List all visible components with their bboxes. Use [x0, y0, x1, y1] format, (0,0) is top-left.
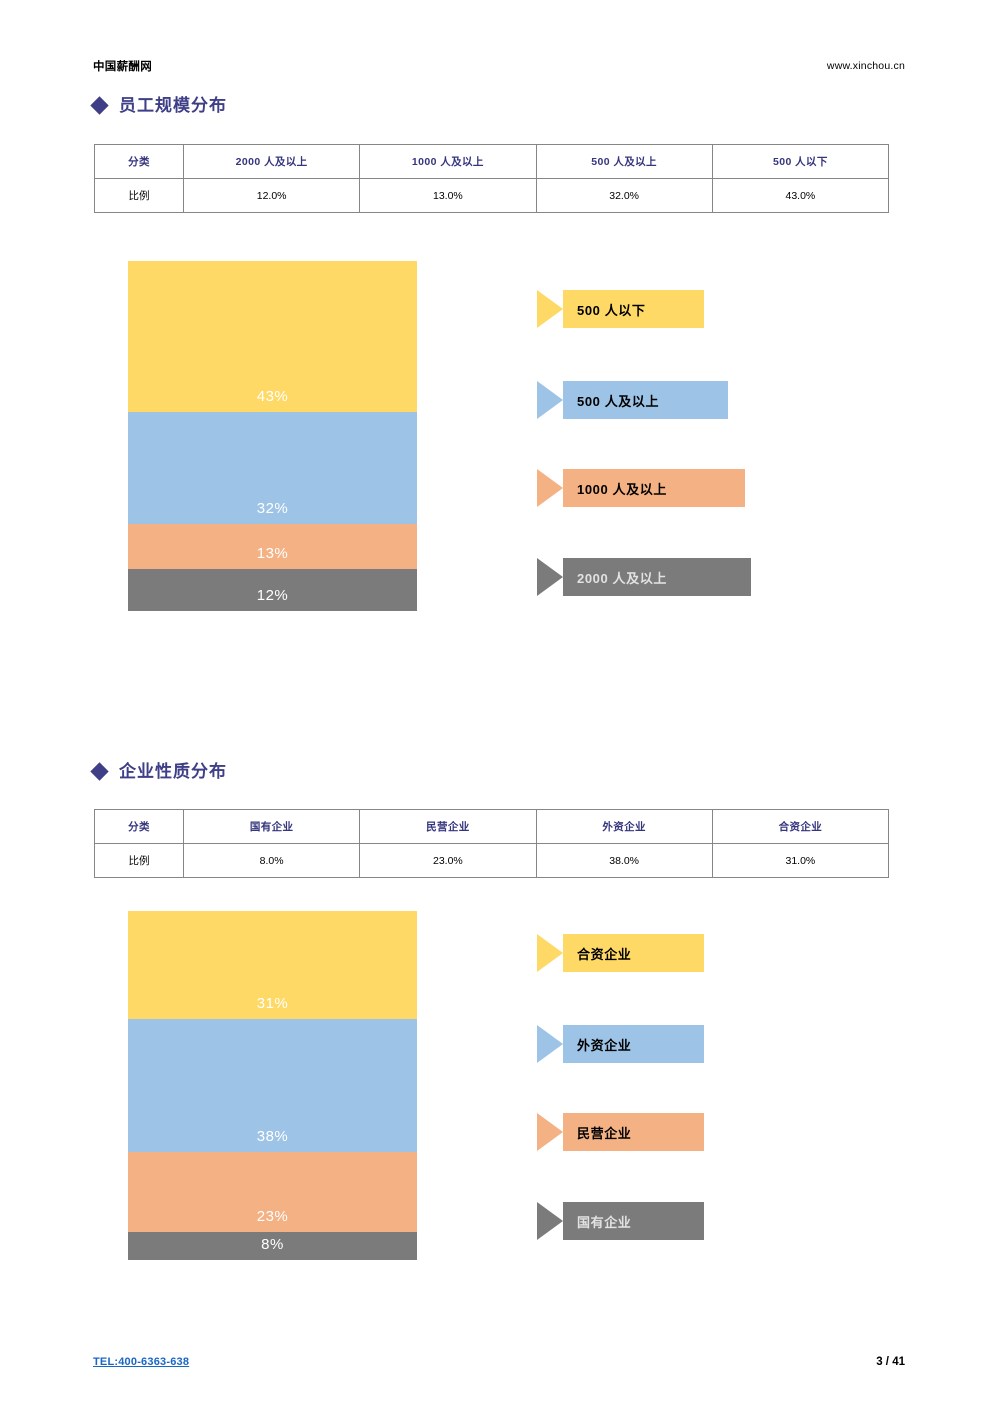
- table-header-row: 分类 2000 人及以上 1000 人及以上 500 人及以上 500 人以下: [94, 144, 890, 179]
- chart-segment-label: 12%: [256, 587, 289, 604]
- table-header-row: 分类 国有企业 民营企业 外资企业 合资企业: [94, 809, 890, 844]
- legend-item[interactable]: 国有企业: [537, 1202, 704, 1240]
- chart-segment-label: 8%: [261, 1235, 284, 1253]
- chart-segment: 23%: [128, 1151, 417, 1233]
- legend-item[interactable]: 500 人以下: [537, 290, 704, 328]
- chart-segment: 13%: [128, 523, 417, 569]
- table-header-cell: 1000 人及以上: [359, 144, 537, 179]
- legend-item-label: 500 人以下: [563, 290, 704, 328]
- table-row: 比例 8.0% 23.0% 38.0% 31.0%: [94, 843, 890, 878]
- table-header-cell: 外资企业: [535, 809, 713, 844]
- legend-item-label: 外资企业: [563, 1025, 704, 1063]
- legend-arrow-icon: [537, 469, 563, 507]
- section-title: 员工规模分布: [119, 96, 227, 115]
- document-footer: TEL:400-6363-638 3 / 41: [93, 1352, 905, 1372]
- employee-size-chart-legend: 500 人以下 500 人及以上 1000 人及以上 2000 人及以上: [537, 290, 797, 610]
- table-header-cell: 国有企业: [182, 809, 361, 844]
- table-cell: 比例: [94, 178, 184, 213]
- diamond-bullet-icon: [90, 762, 109, 781]
- legend-arrow-icon: [537, 1025, 563, 1063]
- document-header: 中国薪酬网 www.xinchou.cn: [93, 56, 905, 76]
- site-url: www.xinchou.cn: [826, 60, 905, 72]
- diamond-bullet-icon: [90, 96, 109, 115]
- section-heading-employee-size: 员工规模分布: [90, 96, 227, 115]
- table-cell: 31.0%: [711, 843, 890, 878]
- legend-arrow-icon: [537, 290, 563, 328]
- chart-segment: 43%: [128, 261, 417, 412]
- table-cell: 比例: [94, 843, 184, 878]
- legend-item-label: 1000 人及以上: [563, 469, 745, 507]
- legend-arrow-icon: [537, 1202, 563, 1240]
- company-type-stacked-bar-chart: 31% 38% 23% 8%: [128, 911, 417, 1260]
- chart-segment-label: 43%: [256, 387, 289, 405]
- chart-segment-label: 38%: [256, 1127, 289, 1145]
- chart-segment-label: 23%: [256, 1208, 289, 1226]
- legend-item[interactable]: 500 人及以上: [537, 381, 728, 419]
- chart-segment: 12%: [128, 569, 417, 611]
- chart-segment: 31%: [128, 911, 417, 1020]
- table-header-cell: 500 人及以上: [535, 144, 713, 179]
- table-header-cell: 民营企业: [359, 809, 537, 844]
- table-cell: 23.0%: [359, 843, 537, 878]
- table-cell: 8.0%: [182, 843, 361, 878]
- legend-item-label: 合资企业: [563, 934, 704, 972]
- table-row: 比例 12.0% 13.0% 32.0% 43.0%: [94, 178, 890, 213]
- table-header-cell: 2000 人及以上: [182, 144, 361, 179]
- table-header-cell: 500 人以下: [711, 144, 890, 179]
- site-brand: 中国薪酬网: [93, 61, 152, 73]
- company-type-chart-legend: 合资企业外资企业民营企业国有企业: [537, 934, 797, 1254]
- legend-item[interactable]: 2000 人及以上: [537, 558, 751, 596]
- company-type-table: 分类 国有企业 民营企业 外资企业 合资企业 比例 8.0% 23.0% 38.…: [94, 809, 890, 878]
- legend-arrow-icon: [537, 381, 563, 419]
- legend-item-label: 民营企业: [563, 1113, 704, 1151]
- employee-size-stacked-bar-chart: 43% 32% 13% 12%: [128, 261, 417, 611]
- legend-item-label: 2000 人及以上: [563, 558, 751, 596]
- table-cell: 13.0%: [359, 178, 537, 213]
- table-cell: 32.0%: [535, 178, 713, 213]
- table-cell: 38.0%: [535, 843, 713, 878]
- chart-segment: 38%: [128, 1019, 417, 1152]
- section-heading-company-type: 企业性质分布: [90, 762, 227, 781]
- chart-segment-label: 31%: [256, 995, 289, 1013]
- table-header-cell: 分类: [94, 144, 184, 179]
- chart-segment: 32%: [128, 411, 417, 524]
- page-number: 3 / 41: [876, 1356, 905, 1368]
- chart-segment-label: 13%: [256, 545, 289, 562]
- legend-item-label: 500 人及以上: [563, 381, 728, 419]
- section-title: 企业性质分布: [119, 762, 227, 781]
- legend-item[interactable]: 外资企业: [537, 1025, 704, 1063]
- legend-item[interactable]: 1000 人及以上: [537, 469, 745, 507]
- table-header-cell: 合资企业: [711, 809, 890, 844]
- table-cell: 12.0%: [182, 178, 361, 213]
- legend-item[interactable]: 合资企业: [537, 934, 704, 972]
- legend-item-label: 国有企业: [563, 1202, 704, 1240]
- legend-arrow-icon: [537, 1113, 563, 1151]
- table-cell: 43.0%: [711, 178, 890, 213]
- legend-arrow-icon: [537, 934, 563, 972]
- chart-segment: 8%: [128, 1232, 417, 1260]
- employee-size-table: 分类 2000 人及以上 1000 人及以上 500 人及以上 500 人以下 …: [94, 144, 890, 213]
- telephone-link[interactable]: TEL:400-6363-638: [93, 1356, 190, 1368]
- legend-item[interactable]: 民营企业: [537, 1113, 704, 1151]
- chart-segment-label: 32%: [256, 499, 289, 517]
- legend-arrow-icon: [537, 558, 563, 596]
- table-header-cell: 分类: [94, 809, 184, 844]
